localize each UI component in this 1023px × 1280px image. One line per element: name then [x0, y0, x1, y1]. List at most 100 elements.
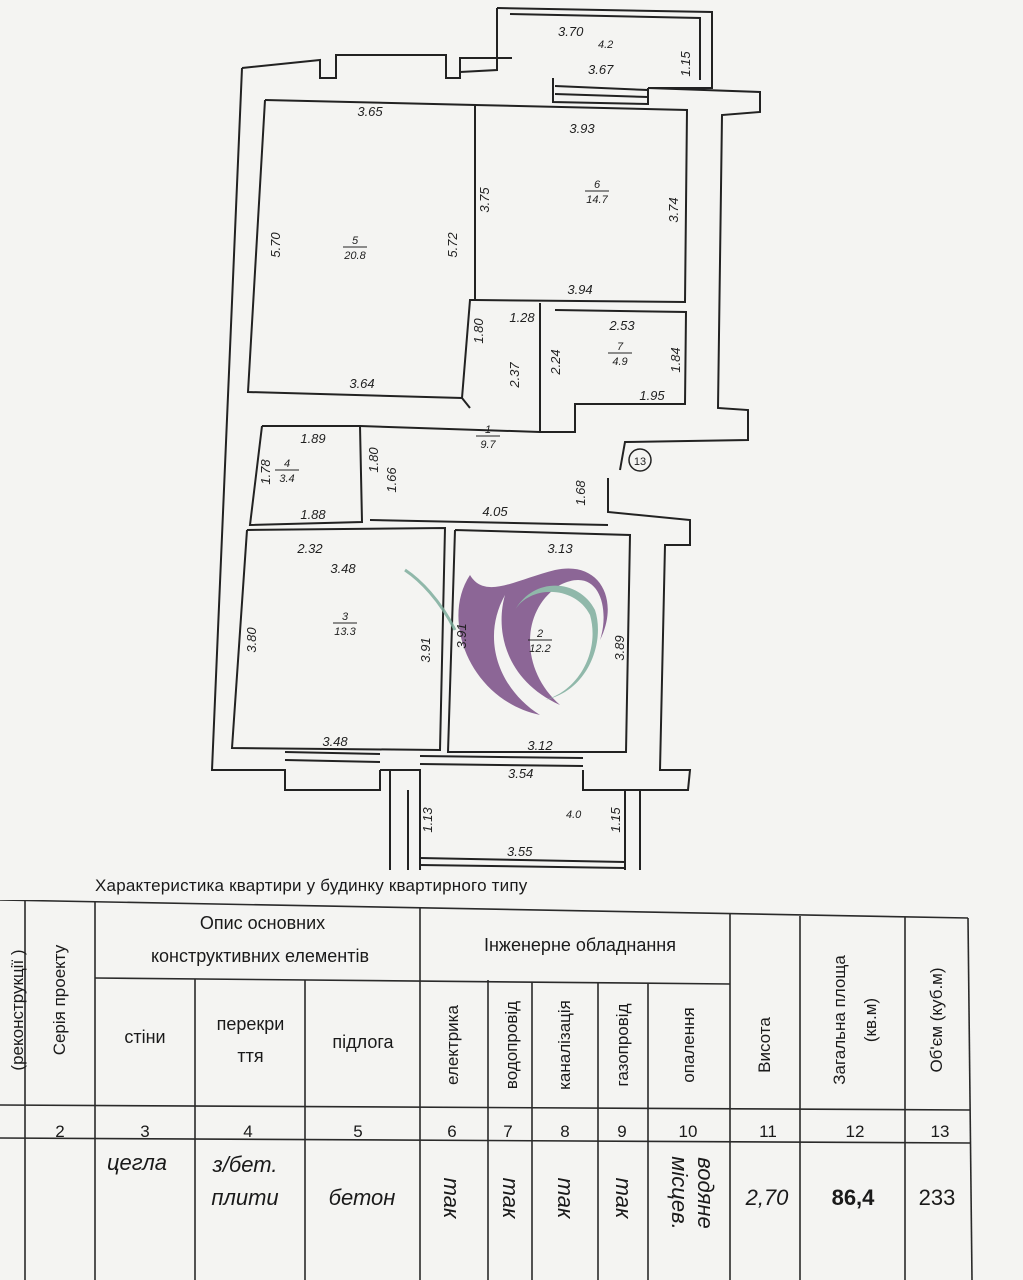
- room-5-area: 20.8: [343, 250, 366, 262]
- dim-label: 5.72: [445, 232, 460, 258]
- column-number: 5: [353, 1122, 363, 1141]
- table-grid: [0, 900, 973, 1280]
- wall-outer-right-top: [619, 87, 761, 471]
- col-floor: підлога: [332, 1032, 394, 1052]
- value-floors-top-2: плити: [211, 1185, 279, 1210]
- dim-label: 3.89: [612, 635, 627, 660]
- value-area: 86,4: [831, 1185, 875, 1210]
- balcony-bottom-joins: [380, 769, 625, 791]
- dim-label: 1.78: [258, 459, 273, 485]
- value-floor: бетон: [328, 1185, 396, 1210]
- col-heating: опалення: [679, 1007, 698, 1083]
- wall-room5-right: [264, 99, 476, 399]
- dim-label: 1.88: [300, 507, 326, 522]
- room-1-number: 1: [485, 424, 491, 436]
- room-7-number: 7: [617, 341, 624, 353]
- wall-outer-right-bottom: [582, 478, 692, 791]
- dim-label: 2.53: [608, 318, 635, 333]
- value-height: 2,70: [745, 1185, 789, 1210]
- dim-label: 3.13: [547, 541, 573, 556]
- column-number: 10: [678, 1122, 698, 1141]
- dim-label: 3.91: [454, 623, 469, 648]
- balcony-bottom-edge: [419, 857, 626, 869]
- column-number: 11: [759, 1122, 777, 1141]
- column-number: 13: [930, 1122, 950, 1141]
- room-6-number: 6: [594, 179, 601, 191]
- col-floors-top-1: перекри: [216, 1014, 285, 1034]
- room-6: 614.7: [585, 179, 609, 206]
- room-6-area: 14.7: [586, 194, 608, 206]
- room-3-number: 3: [342, 611, 349, 623]
- wall-room2: [446, 529, 632, 753]
- balcony-bottom-left: [389, 770, 421, 870]
- value-floors-top-1: з/бет.: [212, 1152, 278, 1177]
- group-construction-line2: конструктивних елементів: [150, 946, 370, 966]
- room-3: 313.3: [333, 611, 357, 638]
- room-2-number: 2: [536, 628, 543, 640]
- dim-label: 3.48: [330, 561, 356, 576]
- col-volume: Об'єм (куб.м): [927, 967, 946, 1073]
- axis-marker-label: 13: [634, 456, 646, 468]
- balcony-top-left: [459, 8, 498, 73]
- column-number: 3: [140, 1122, 150, 1141]
- wall-room3: [230, 526, 447, 752]
- dim-balcony-bottom-inner: 3.54: [508, 766, 533, 781]
- dim-label: 1.28: [509, 310, 535, 325]
- dim-label: 3.12: [527, 738, 553, 753]
- col-floors-top-2: ття: [237, 1046, 264, 1066]
- dim-label: 3.93: [569, 121, 595, 136]
- column-number: 2: [55, 1122, 65, 1141]
- dim-label: 5.70: [268, 232, 283, 258]
- room-4-number: 4: [284, 458, 290, 470]
- dim-balcony-bottom-outer: 3.55: [507, 844, 533, 859]
- wall-room5: [246, 99, 471, 409]
- window-top-lines: [554, 85, 649, 98]
- dim-label: 2.24: [548, 349, 563, 375]
- column-number: 7: [503, 1122, 513, 1141]
- col-sewer: каналізація: [555, 1000, 574, 1090]
- room-7-area: 4.9: [612, 356, 627, 368]
- col-walls: стіни: [124, 1027, 166, 1047]
- dim-balcony-top-depth: 1.15: [678, 51, 693, 77]
- column-number: 6: [447, 1122, 457, 1141]
- col-reconstruction: (реконструкції ): [8, 949, 27, 1071]
- dim-label: 1.80: [471, 318, 486, 344]
- value-heating-1: місцев.: [667, 1156, 692, 1230]
- col-series: Серія проекту: [50, 944, 69, 1056]
- col-area-1: Загальна площа: [830, 955, 849, 1085]
- balcony-top-outline: [496, 7, 713, 89]
- room-5-number: 5: [352, 235, 359, 247]
- dim-balcony-top-inner: 3.67: [588, 62, 614, 77]
- wall-room3-top: [369, 519, 609, 526]
- column-number: 9: [617, 1122, 627, 1141]
- dim-balcony-bottom-right: 1.15: [608, 807, 623, 833]
- dim-label: 1.95: [639, 388, 665, 403]
- room-2: 212.2: [528, 628, 552, 655]
- col-water: водопровід: [502, 1000, 521, 1090]
- room-1: 19.7: [476, 424, 500, 451]
- group-construction-line1: Опис основних: [199, 913, 326, 933]
- value-gas: так: [611, 1177, 636, 1219]
- value-sewer: так: [553, 1177, 578, 1219]
- column-number: 4: [243, 1122, 253, 1141]
- wall-room6: [474, 104, 689, 304]
- col-area-2: (кв.м): [861, 997, 880, 1043]
- wall-outer-left: [210, 67, 381, 791]
- dim-label: 2.37: [507, 362, 522, 389]
- table-title: Характеристика квартири у будинку кварти…: [95, 876, 528, 895]
- dim-label: 1.84: [668, 347, 683, 372]
- dim-label: 1.89: [300, 431, 325, 446]
- watermark-logo: [404, 568, 608, 715]
- column-number: 8: [560, 1122, 570, 1141]
- value-heating-2: водяне: [693, 1157, 718, 1229]
- wall-room4: [248, 425, 364, 527]
- balcony-top-inner: [509, 13, 701, 80]
- dim-label: 1.80: [366, 447, 381, 473]
- dim-label: 1.68: [573, 480, 588, 506]
- group-engineering: Інженерне обладнання: [483, 935, 676, 955]
- dim-label: 4.05: [482, 504, 508, 519]
- window-bottom-left: [284, 751, 381, 763]
- balcony-bottom-right: [624, 790, 641, 870]
- dim-label: 3.94: [567, 282, 592, 297]
